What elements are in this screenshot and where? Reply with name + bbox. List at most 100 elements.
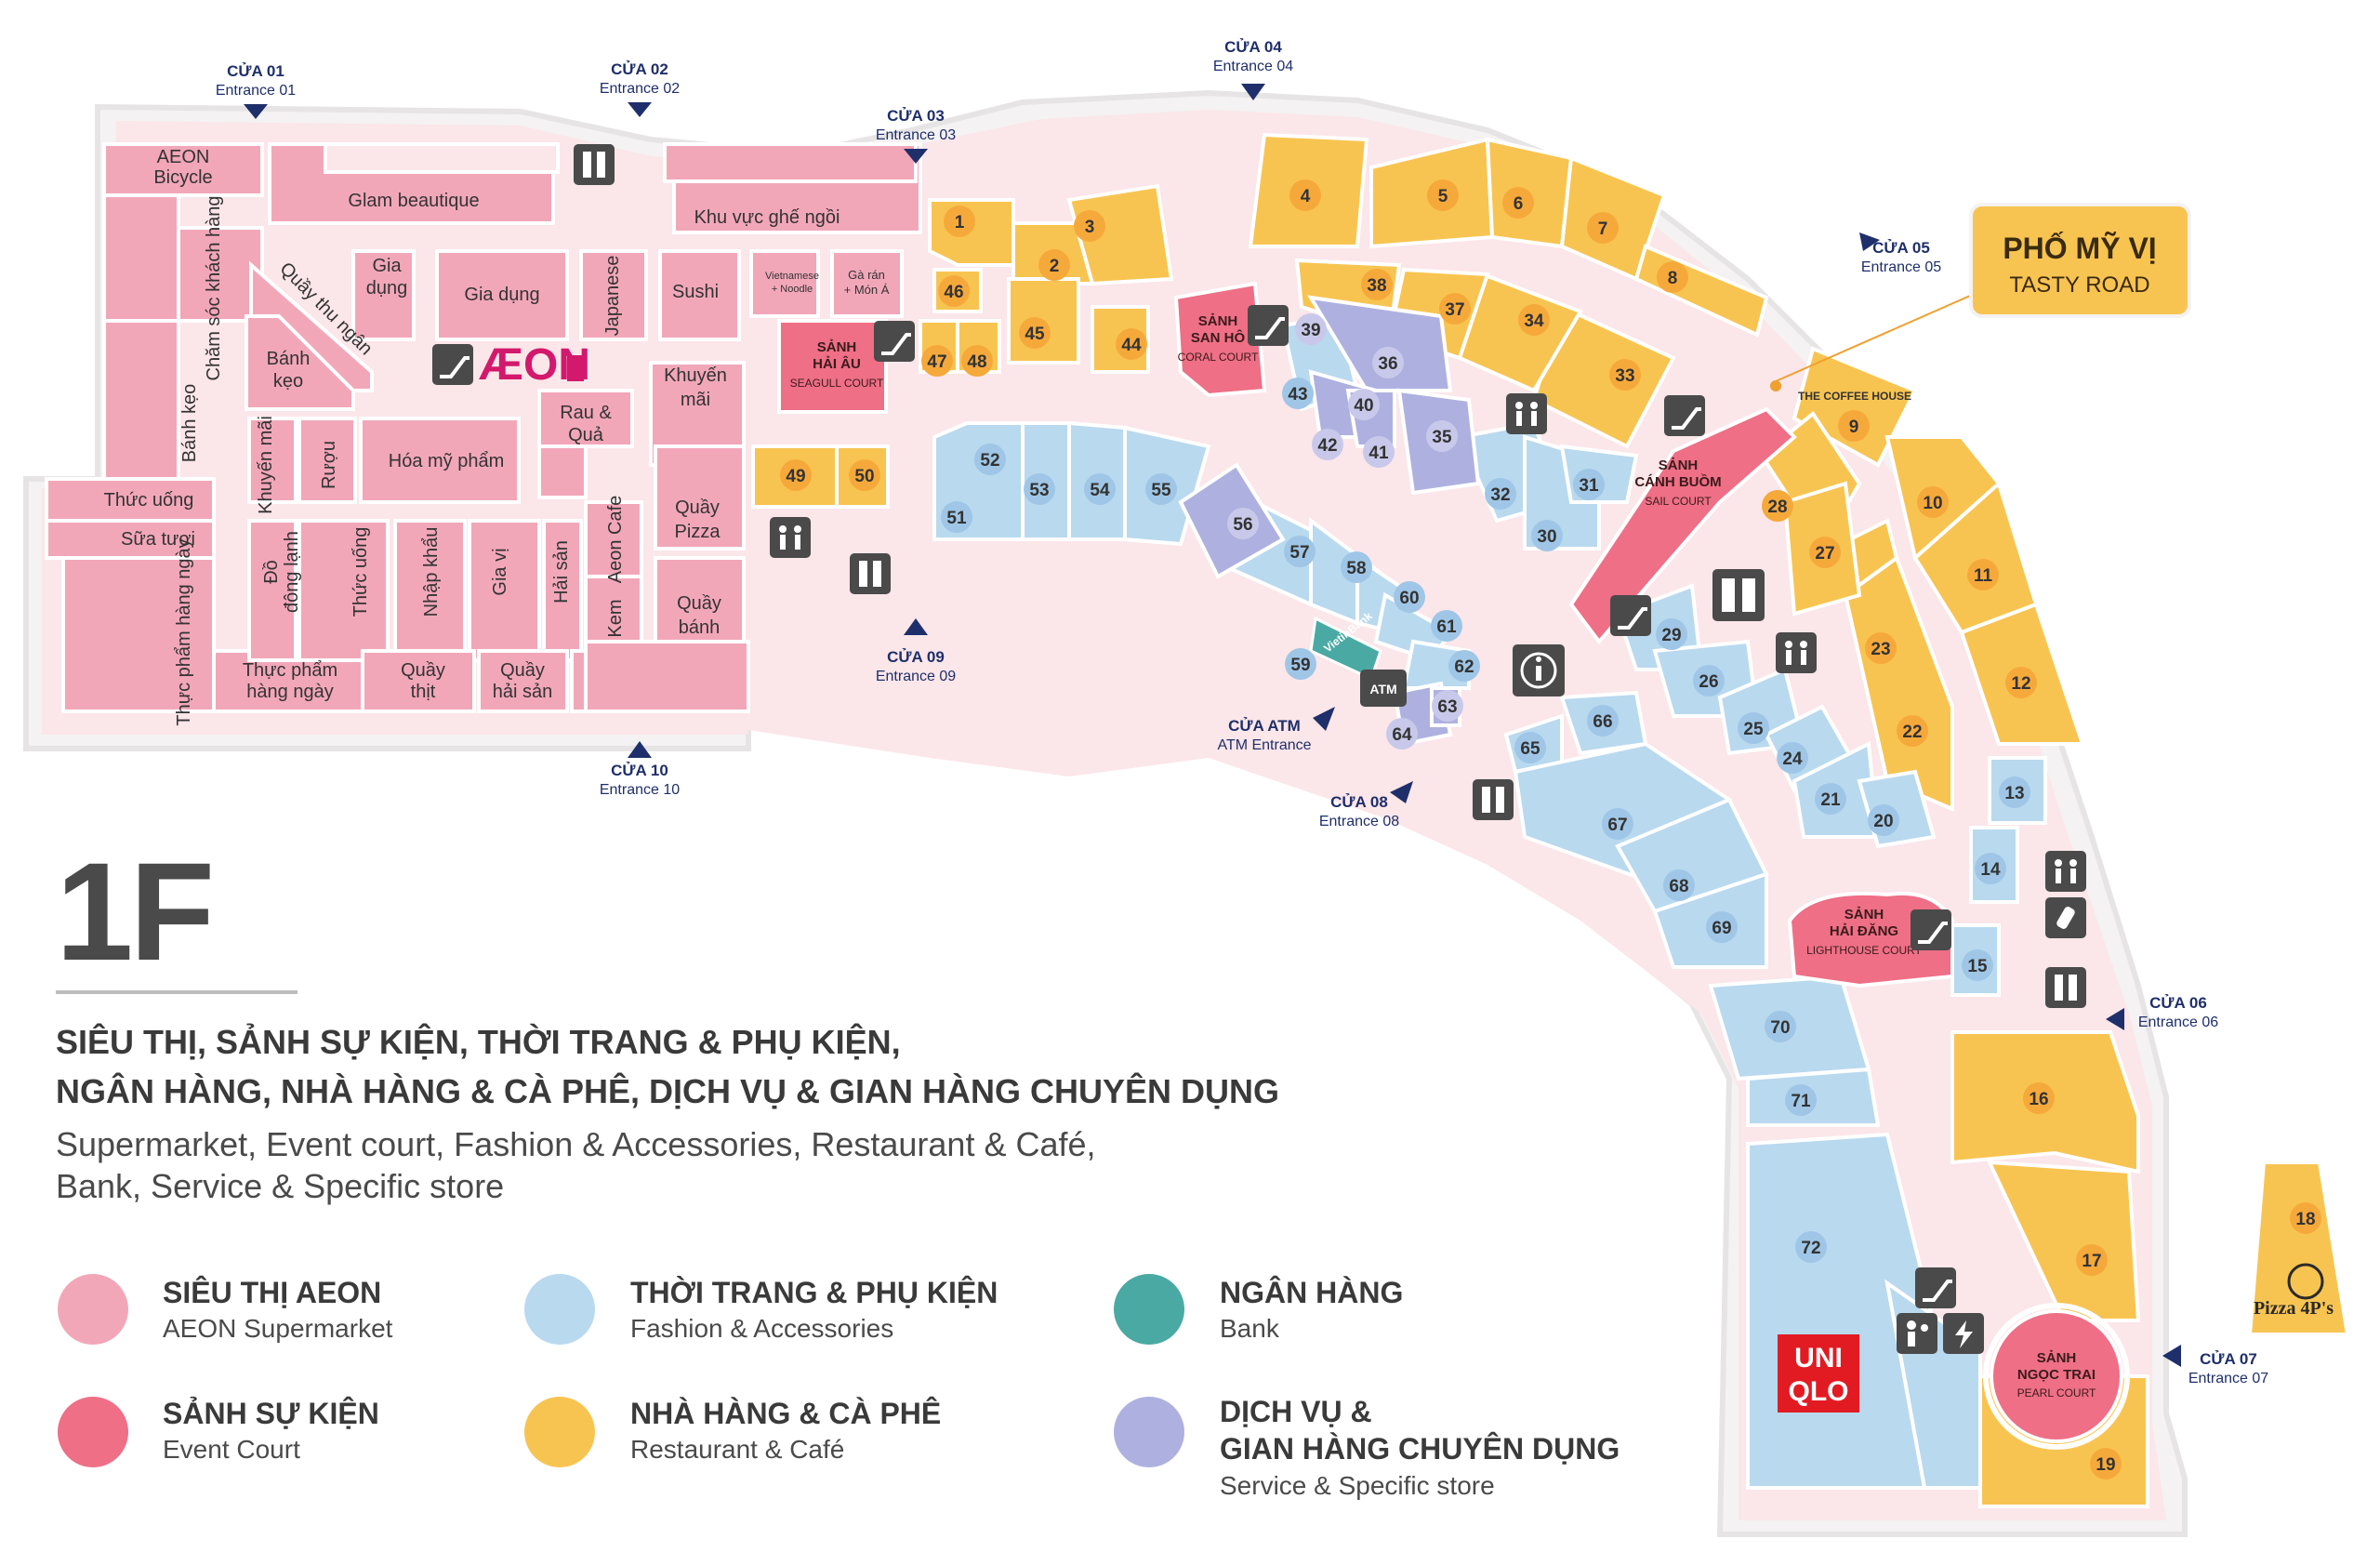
unit-badge[interactable] [1762,490,1793,522]
unit-number[interactable]: 48 [967,352,986,372]
unit-number[interactable]: 29 [1661,626,1681,645]
unit-number[interactable]: 43 [1288,385,1307,405]
unit-badge[interactable] [1865,632,1897,664]
unit-number[interactable]: 70 [1770,1018,1790,1038]
unit-badge[interactable] [1962,949,1993,981]
unit-badge[interactable] [1975,853,2006,884]
unit-number[interactable]: 56 [1233,515,1252,535]
unit-number[interactable]: 67 [1607,816,1627,835]
unit-number[interactable]: 69 [1712,919,1731,938]
unit-number[interactable]: 71 [1791,1092,1811,1111]
unit-badge[interactable] [921,345,953,377]
unit-badge[interactable] [961,345,993,377]
unit-badge[interactable] [1514,732,1546,763]
unit-badge[interactable] [1765,1011,1796,1042]
unit-badge[interactable] [1312,429,1343,460]
unit-number[interactable]: 57 [1289,543,1309,563]
unit-number[interactable]: 25 [1743,720,1764,739]
unit-badge[interactable] [1361,269,1393,300]
unit-badge[interactable] [974,444,1006,475]
unit-badge[interactable] [1432,690,1463,722]
unit-badge[interactable] [1019,317,1051,349]
unit-number[interactable]: 54 [1090,481,1110,500]
unit-number[interactable]: 36 [1378,354,1397,374]
unit-number[interactable]: 35 [1432,428,1452,447]
unit-badge[interactable] [1518,304,1550,336]
unit-number[interactable]: 53 [1029,481,1049,500]
unit-badge[interactable] [1363,436,1395,468]
unit-number[interactable]: 23 [1871,640,1890,659]
unit-badge[interactable] [2076,1244,2108,1276]
unit-badge[interactable] [2023,1082,2055,1114]
unit-badge[interactable] [1656,618,1687,650]
unit-badge[interactable] [1285,648,1316,680]
unit-number[interactable]: 9 [1849,418,1859,437]
unit-number[interactable]: 42 [1317,436,1337,456]
unit-badge[interactable] [2290,1202,2321,1234]
unit-badge[interactable] [1439,293,1471,325]
unit-number[interactable]: 37 [1445,300,1464,320]
unit-badge[interactable] [1084,473,1116,505]
unit-number[interactable]: 11 [1974,566,1993,586]
unit-badge[interactable] [1024,473,1055,505]
unit-number[interactable]: 24 [1782,749,1803,769]
unit-number[interactable]: 27 [1815,544,1834,564]
unit-number[interactable]: 30 [1537,527,1556,547]
unit-badge[interactable] [2090,1448,2122,1479]
unit-badge[interactable] [1116,328,1147,360]
unit-badge[interactable] [1657,261,1688,293]
unit-number[interactable]: 16 [2029,1090,2048,1109]
unit-number[interactable]: 28 [1767,497,1787,517]
unit-number[interactable]: 8 [1668,269,1678,288]
unit-badge[interactable] [1795,1231,1827,1263]
unit-number[interactable]: 20 [1873,812,1893,831]
unit-badge[interactable] [1897,715,1928,747]
unit-number[interactable]: 19 [2096,1455,2115,1475]
unit-badge[interactable] [1738,712,1769,744]
unit-badge[interactable] [1663,869,1695,901]
unit-badge[interactable] [1426,420,1458,452]
unit-number[interactable]: 2 [1050,257,1060,276]
unit-number[interactable]: 47 [927,352,946,372]
unit-number[interactable]: 44 [1121,336,1142,355]
unit-number[interactable]: 52 [980,451,999,471]
unit-number[interactable]: 39 [1301,321,1320,340]
unit-number[interactable]: 32 [1490,485,1510,505]
unit-badge[interactable] [1967,559,1999,590]
unit-number[interactable]: 1 [955,213,965,232]
unit-badge[interactable] [849,459,880,491]
unit-badge[interactable] [1777,742,1808,774]
unit-number[interactable]: 5 [1438,187,1448,206]
unit-number[interactable]: 41 [1368,444,1389,463]
unit-badge[interactable] [1448,650,1480,682]
unit-badge[interactable] [1348,389,1380,420]
unit-number[interactable]: 3 [1085,218,1095,237]
unit-number[interactable]: 40 [1354,396,1373,416]
unit-badge[interactable] [1693,665,1725,696]
unit-badge[interactable] [1145,473,1177,505]
unit-badge[interactable] [1289,179,1321,211]
unit-badge[interactable] [1427,179,1459,211]
unit-badge[interactable] [1573,469,1605,500]
unit-badge[interactable] [1531,520,1563,551]
unit-number[interactable]: 68 [1669,877,1688,896]
unit-badge[interactable] [1372,347,1404,378]
unit-badge[interactable] [1485,478,1516,510]
unit-number[interactable]: 31 [1579,476,1599,496]
unit-badge[interactable] [1868,804,1899,836]
unit-number[interactable]: 6 [1514,194,1524,214]
unit-badge[interactable] [1038,249,1070,281]
unit-number[interactable]: 63 [1437,697,1457,717]
unit-badge[interactable] [1386,718,1418,749]
unit-badge[interactable] [1282,378,1314,409]
unit-badge[interactable] [1502,187,1534,219]
unit-number[interactable]: 4 [1301,187,1311,206]
unit-badge[interactable] [1431,610,1462,642]
unit-number[interactable]: 33 [1615,366,1634,386]
unit-badge[interactable] [1295,313,1327,345]
unit-badge[interactable] [1838,410,1870,442]
unit-number[interactable]: 65 [1520,739,1540,759]
unit-number[interactable]: 72 [1801,1239,1820,1258]
unit-badge[interactable] [1341,551,1372,583]
unit-number[interactable]: 14 [1980,860,2001,880]
